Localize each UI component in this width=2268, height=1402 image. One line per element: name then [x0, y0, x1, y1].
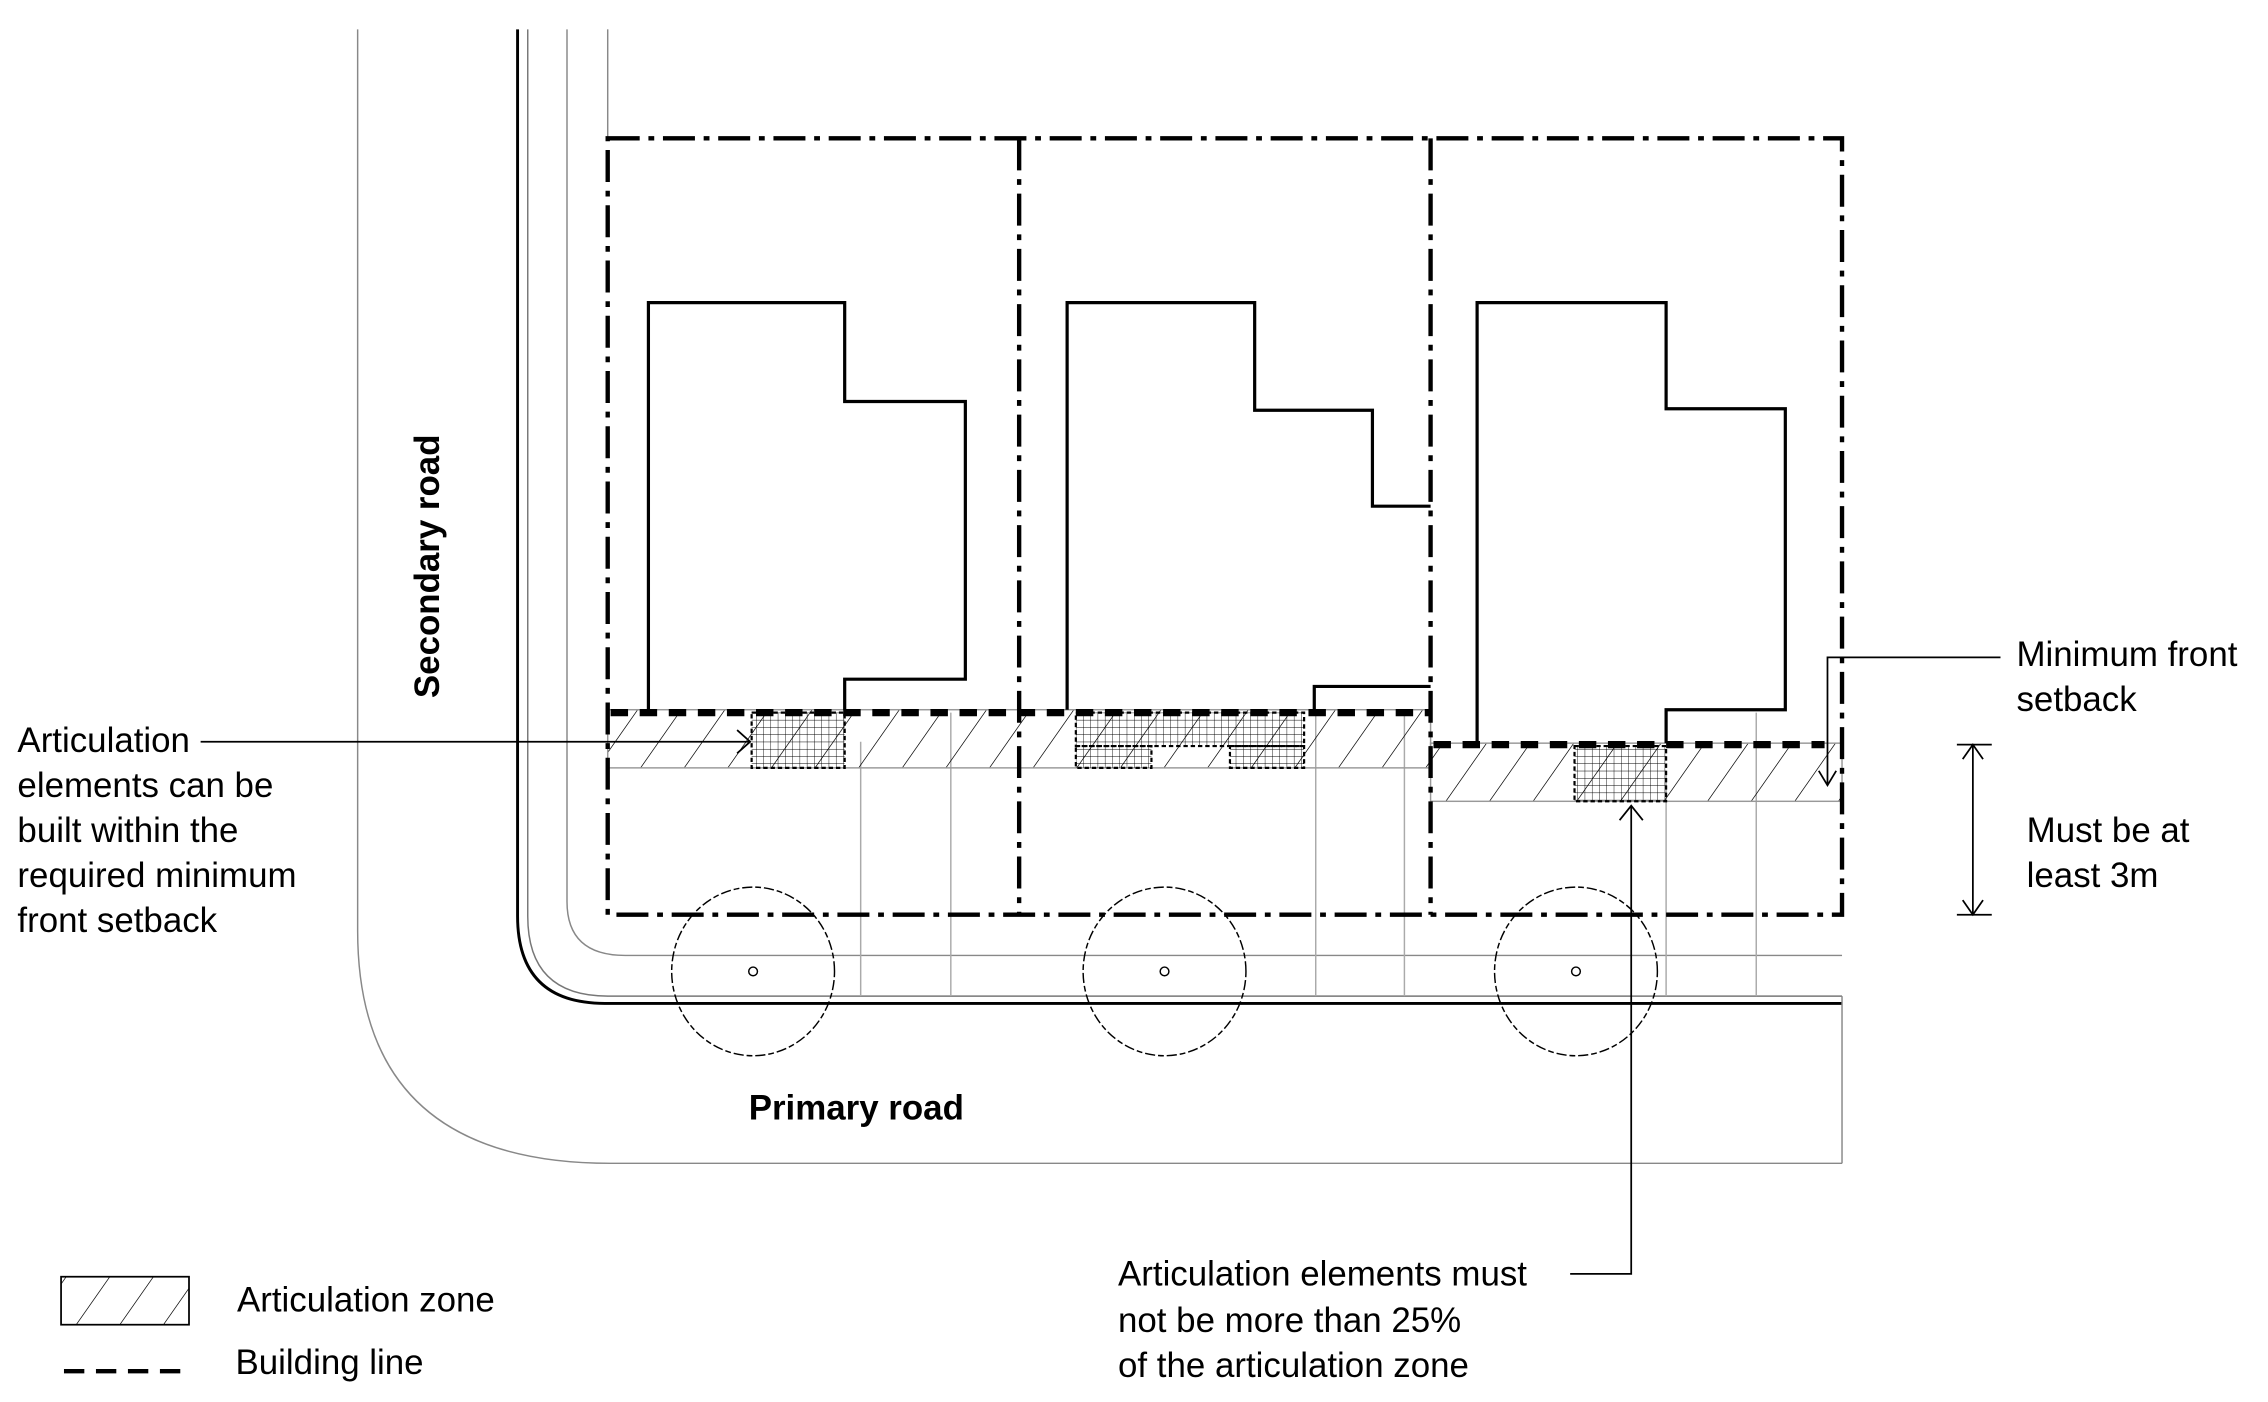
tree-1: [670, 886, 836, 1057]
svg-text:required minimum: required minimum: [17, 856, 296, 895]
house-footprints: [646, 301, 1787, 744]
house-3: [1475, 301, 1787, 744]
secondary-road-label: Secondary road: [408, 434, 447, 698]
svg-text:least 3m: least 3m: [2027, 856, 2159, 895]
house-2: [1065, 301, 1431, 710]
svg-text:built within the: built within the: [17, 811, 238, 850]
svg-text:not be more than 25%: not be more than 25%: [1118, 1301, 1461, 1340]
svg-text:Minimum front: Minimum front: [2016, 635, 2237, 674]
legend-building-line-label: Building line: [236, 1343, 424, 1382]
svg-text:of the articulation zone: of the articulation zone: [1118, 1346, 1469, 1385]
annotation-limit: Articulation elements must not be more t…: [1118, 1254, 1527, 1385]
legend-articulation-swatch: [60, 1275, 190, 1326]
svg-text:Articulation: Articulation: [17, 721, 190, 760]
svg-text:Must be at: Must be at: [2027, 811, 2190, 850]
legend: Articulation zone Building line: [60, 1275, 495, 1382]
annotation-setback: Minimum front setback: [2016, 635, 2237, 719]
svg-text:elements can be: elements can be: [17, 766, 273, 805]
tree-3: [1493, 886, 1659, 1057]
building-lines: [610, 708, 1825, 749]
svg-text:Articulation elements must: Articulation elements must: [1118, 1254, 1527, 1293]
leader-lines: [200, 656, 2001, 1275]
primary-road-label: Primary road: [749, 1089, 964, 1128]
svg-text:front setback: front setback: [17, 901, 217, 940]
legend-articulation-label: Articulation zone: [237, 1281, 495, 1320]
secondary-road: [356, 29, 1843, 1165]
street-trees: [670, 886, 1659, 1057]
articulation-elements: [750, 711, 1668, 803]
svg-text:setback: setback: [2016, 680, 2137, 719]
tree-2: [1082, 886, 1247, 1057]
annotation-left: Articulation elements can be built withi…: [17, 721, 296, 940]
annotation-distance: Must be at least 3m: [2027, 811, 2190, 895]
house-1: [646, 301, 967, 710]
